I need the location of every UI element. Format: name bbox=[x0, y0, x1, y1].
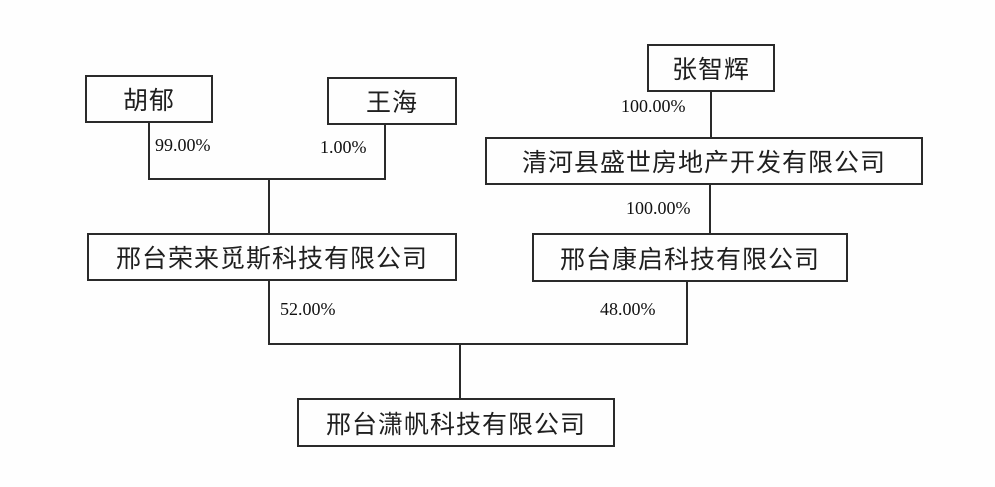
edge-label-ronglai-pct: 52.00% bbox=[280, 299, 336, 319]
node-company-kangqi: 邢台康启科技有限公司 bbox=[532, 233, 848, 282]
node-person-zhangzhihui: 张智辉 bbox=[647, 44, 775, 92]
edge-label-kangqi-pct: 48.00% bbox=[600, 299, 656, 319]
edge-label-zhang-pct: 100.00% bbox=[621, 96, 686, 116]
edge-label-wanghai-pct: 1.00% bbox=[320, 137, 367, 157]
edge-label-huyu-pct: 99.00% bbox=[155, 135, 211, 155]
connector-ronglai-down bbox=[268, 281, 270, 344]
connector-huyu-down bbox=[148, 123, 150, 179]
node-company-xiaofan: 邢台潇帆科技有限公司 bbox=[297, 398, 615, 447]
connector-zhang-to-qinghe bbox=[710, 92, 712, 137]
connector-kangqi-down bbox=[686, 282, 688, 344]
connector-merge-to-xiaofan bbox=[459, 344, 461, 398]
node-person-wanghai: 王海 bbox=[327, 77, 457, 125]
connector-bottom-merge-bar bbox=[268, 343, 688, 345]
connector-merge-to-ronglai bbox=[268, 179, 270, 233]
connector-qinghe-to-kangqi bbox=[709, 185, 711, 233]
node-company-qinghe-shengshi: 清河县盛世房地产开发有限公司 bbox=[485, 137, 923, 185]
edge-label-qinghe-pct: 100.00% bbox=[626, 198, 691, 218]
connector-top-merge-bar bbox=[148, 178, 386, 180]
node-company-ronglaimisi: 邢台荣来觅斯科技有限公司 bbox=[87, 233, 457, 281]
connector-wanghai-down bbox=[384, 125, 386, 179]
node-person-huyu: 胡郁 bbox=[85, 75, 213, 123]
